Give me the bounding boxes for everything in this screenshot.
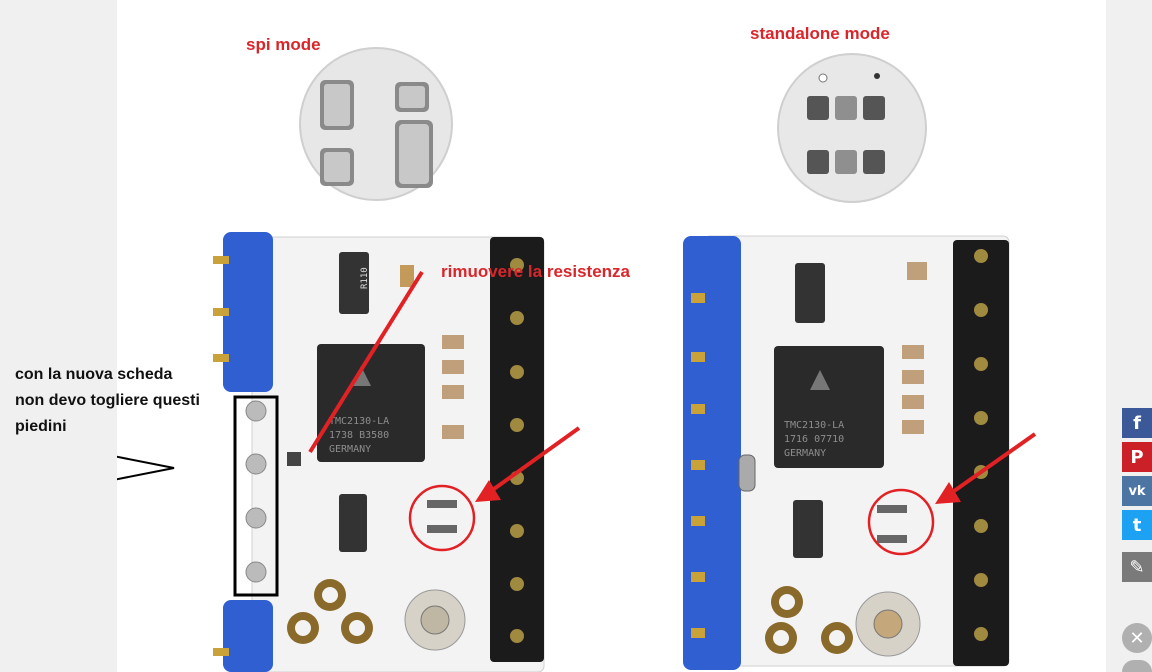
twitter-icon: t bbox=[1132, 514, 1142, 536]
pinterest-icon: P bbox=[1130, 446, 1144, 468]
close-share-button[interactable]: ✕ bbox=[1122, 623, 1152, 653]
left-chip-line-3: GERMANY bbox=[329, 444, 371, 455]
pencil-icon: ✎ bbox=[1129, 556, 1145, 578]
right-chip-line-1: TMC2130-LA bbox=[784, 420, 844, 431]
vk-share-button[interactable]: vk bbox=[1122, 476, 1152, 506]
left-resistor-top-label: R110 bbox=[360, 267, 370, 289]
left-driver-board: TMC2130-LA 1738 B3580 GERMANY R110 bbox=[213, 232, 545, 672]
pins-note: con la nuova scheda non devo togliere qu… bbox=[15, 362, 245, 440]
remove-resistor-label: rimuovere la resistenza bbox=[441, 262, 630, 281]
right-chip-line-3: GERMANY bbox=[784, 448, 826, 459]
twitter-share-button[interactable]: t bbox=[1122, 510, 1152, 540]
close-icon: ✕ bbox=[1129, 627, 1145, 649]
right-driver-board: TMC2130-LA 1716 07710 GERMANY bbox=[683, 235, 1010, 670]
right-chip-line-2: 1716 07710 bbox=[784, 434, 844, 445]
standalone-zoom-circle bbox=[777, 53, 927, 203]
content-area: TMC2130-LA 1738 B3580 GERMANY R110 bbox=[117, 0, 1106, 672]
note-line-2: non devo togliere questi bbox=[15, 392, 200, 409]
note-line-1: con la nuova scheda bbox=[15, 366, 173, 383]
left-chip-line-2: 1738 B3580 bbox=[329, 430, 389, 441]
standalone-mode-label: standalone mode bbox=[750, 24, 890, 43]
facebook-share-button[interactable]: f bbox=[1122, 408, 1152, 438]
vk-icon: vk bbox=[1128, 483, 1146, 499]
spi-zoom-circle bbox=[299, 47, 453, 201]
left-chip-line-1: TMC2130-LA bbox=[329, 416, 389, 427]
share-bar: f P vk t ✎ bbox=[1122, 408, 1152, 586]
pinterest-share-button[interactable]: P bbox=[1122, 442, 1152, 472]
more-share-button[interactable] bbox=[1122, 660, 1152, 672]
spi-mode-label: spi mode bbox=[246, 35, 321, 54]
edit-button[interactable]: ✎ bbox=[1122, 552, 1152, 582]
facebook-icon: f bbox=[1133, 412, 1141, 434]
red-annotations bbox=[308, 270, 1037, 556]
note-line-3: piedini bbox=[15, 418, 67, 435]
driver-boards-photo: TMC2130-LA 1738 B3580 GERMANY R110 bbox=[117, 47, 1037, 672]
hollow-arrow-icon bbox=[117, 455, 175, 481]
